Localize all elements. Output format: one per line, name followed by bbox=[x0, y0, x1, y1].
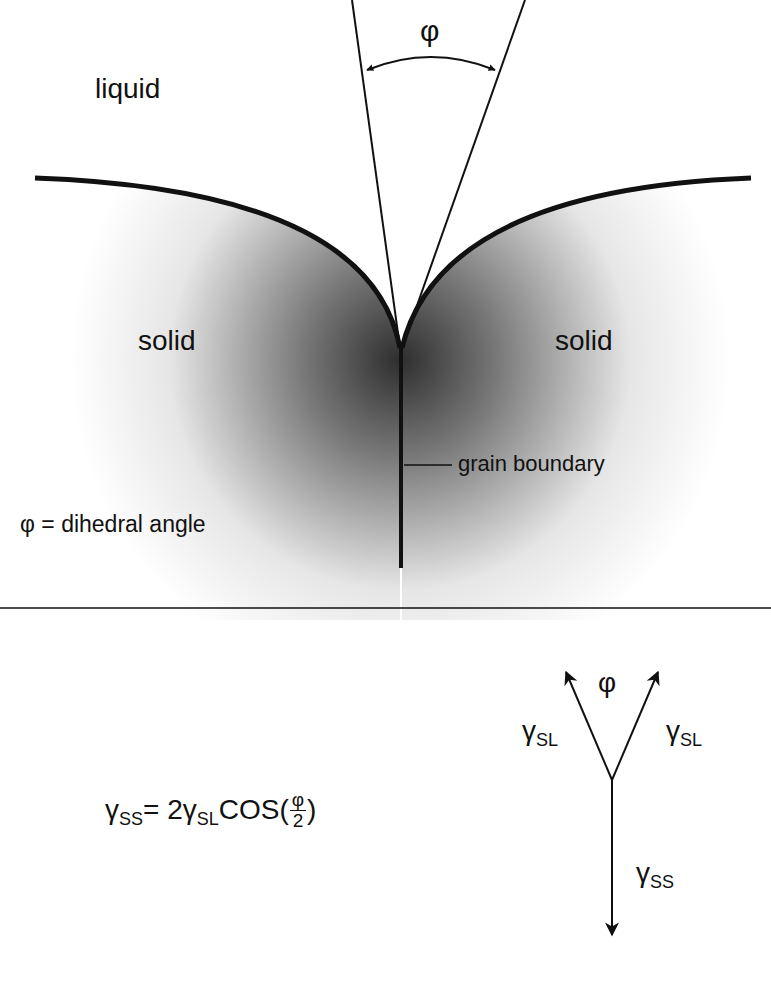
tension-label: γSL bbox=[666, 716, 702, 747]
leader-line bbox=[404, 464, 452, 466]
legend-note: φ = dihedral angle bbox=[20, 512, 206, 537]
symbol-text: γ bbox=[105, 795, 119, 826]
fraction: φ2 bbox=[290, 790, 306, 831]
subscript: SS bbox=[650, 873, 674, 893]
phase-label: liquid bbox=[95, 74, 160, 105]
solid-liquid-interface bbox=[402, 178, 751, 348]
tangent-line bbox=[352, 0, 400, 348]
grain-boundary-line bbox=[399, 346, 403, 568]
subscript: SL bbox=[197, 810, 219, 830]
angle-arc bbox=[367, 57, 495, 70]
subscript: SL bbox=[680, 731, 702, 751]
symbol-text: ) bbox=[307, 795, 316, 826]
tangent-line bbox=[402, 0, 525, 348]
symbol-text: = 2γ bbox=[143, 795, 197, 826]
angle-symbol: φ bbox=[420, 14, 439, 47]
denominator: 2 bbox=[291, 811, 306, 831]
symbol-text: γ bbox=[522, 716, 536, 747]
tension-label: γSL bbox=[522, 716, 558, 747]
numerator: φ bbox=[290, 790, 306, 811]
symbol-text: COS( bbox=[219, 795, 289, 826]
part-label: grain boundary bbox=[458, 452, 605, 476]
symbol-text: γ bbox=[666, 716, 680, 747]
phase-label: solid bbox=[555, 326, 613, 357]
equation: γSS= 2γSLCOS(φ2) bbox=[105, 790, 316, 831]
subscript: SS bbox=[119, 810, 143, 830]
solid-liquid-interface bbox=[35, 178, 400, 348]
angle-symbol: φ bbox=[598, 668, 616, 699]
tension-label: γSS bbox=[636, 858, 674, 889]
symbol-text: γ bbox=[636, 858, 650, 889]
separator-line bbox=[0, 607, 771, 609]
phase-label: solid bbox=[138, 326, 196, 357]
force-vectors bbox=[566, 672, 658, 935]
subscript: SL bbox=[536, 731, 558, 751]
